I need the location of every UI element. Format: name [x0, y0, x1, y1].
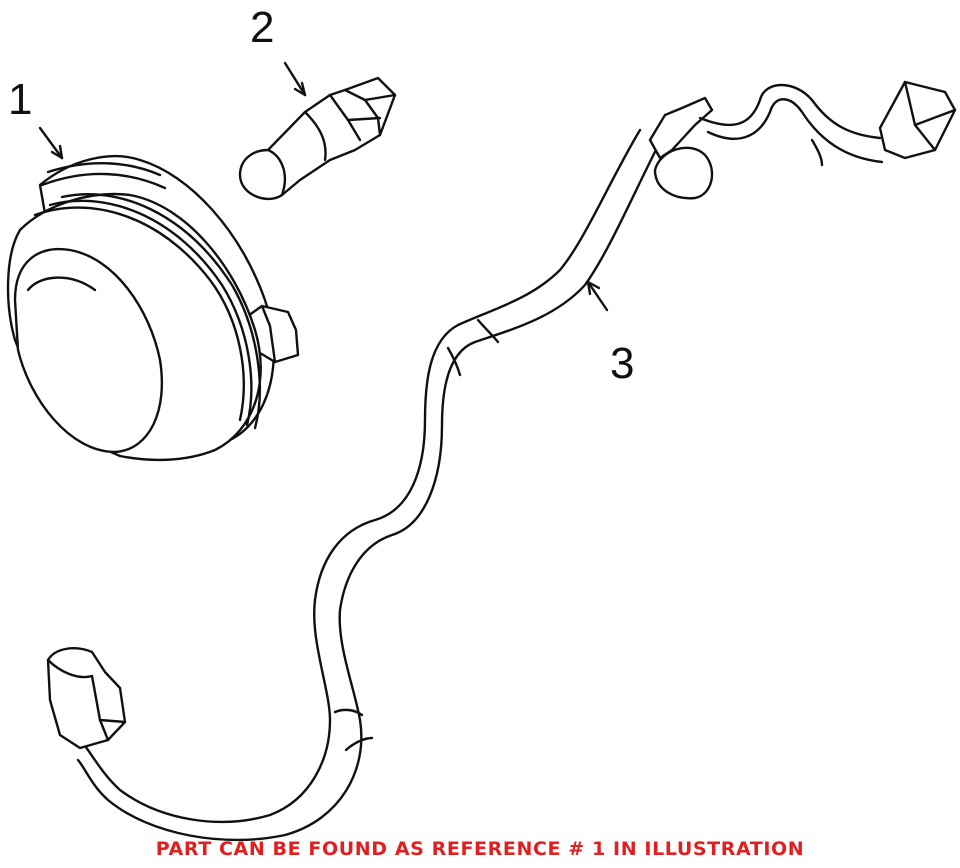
bulb — [238, 76, 397, 201]
callout-part-2: 2 — [250, 3, 275, 52]
callout-part-1: 1 — [8, 75, 33, 124]
leader-arrows — [38, 61, 609, 312]
reference-note: PART CAN BE FOUND AS REFERENCE # 1 IN IL… — [155, 838, 805, 860]
fog-lamp-assembly — [6, 154, 300, 462]
wiring-harness — [46, 80, 957, 842]
callout-part-3: 3 — [610, 339, 635, 388]
